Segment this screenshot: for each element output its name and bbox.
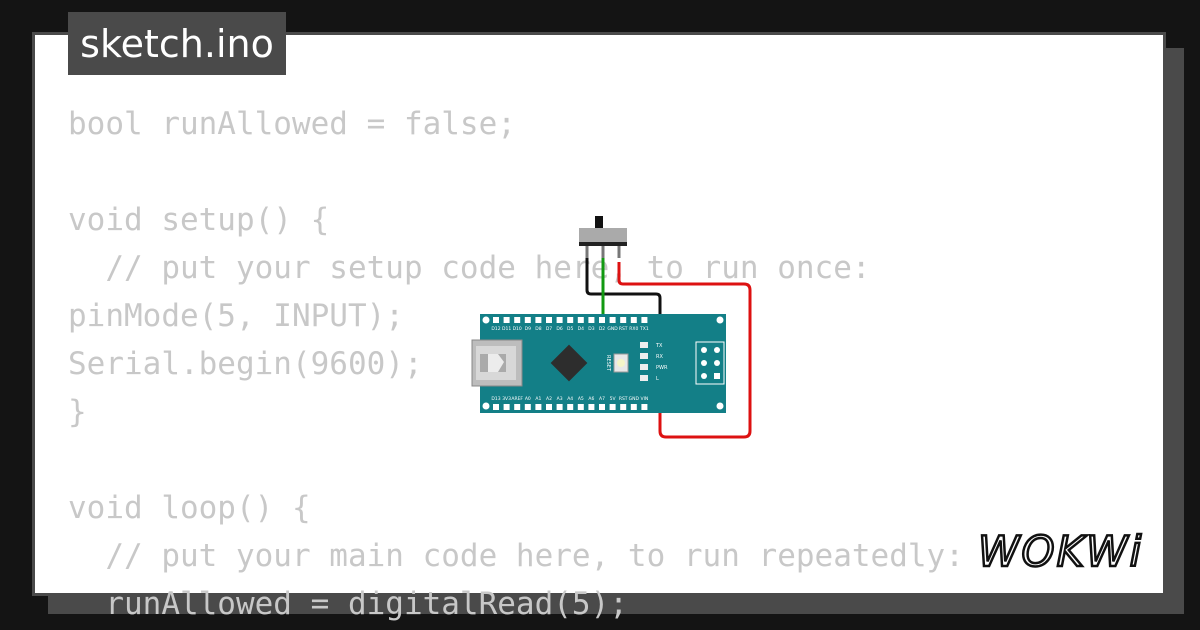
pin-rst[interactable] xyxy=(620,404,627,410)
pin-label: A0 xyxy=(525,396,531,402)
pin-label: RX0 xyxy=(629,326,638,332)
pin-label: A6 xyxy=(588,396,594,402)
pin-rst[interactable] xyxy=(620,317,627,323)
pin-label: GND xyxy=(629,396,640,402)
code-line[interactable]: // put your setup code here, to run once… xyxy=(68,250,871,286)
pin-a6[interactable] xyxy=(588,404,595,410)
pin-label: D13 xyxy=(491,396,500,402)
pin-label: D8 xyxy=(535,326,541,332)
pin-label: 3V3 xyxy=(502,396,511,402)
pin-a5[interactable] xyxy=(577,404,584,410)
code-line[interactable]: // put your main code here, to run repea… xyxy=(68,538,964,574)
icsp-header xyxy=(695,341,725,385)
pin-a3[interactable] xyxy=(556,404,563,410)
pin-label: A4 xyxy=(567,396,573,402)
reset-label: RESET xyxy=(605,355,611,372)
pin-label: A1 xyxy=(535,396,541,402)
pin-label: GND xyxy=(607,326,618,332)
pin-a0[interactable] xyxy=(524,404,531,410)
wokwi-logo-text: WOKWi xyxy=(978,527,1143,576)
pin-label: D7 xyxy=(546,326,552,332)
power-wire xyxy=(617,262,752,439)
code-line[interactable]: Serial.begin(9600); xyxy=(68,346,423,382)
pin-a1[interactable] xyxy=(535,404,542,410)
pin-label: D5 xyxy=(567,326,573,332)
pin-d4[interactable] xyxy=(577,317,584,323)
wokwi-logo: WOKWi xyxy=(977,526,1143,576)
code-line[interactable]: runAllowed = digitalRead(5); xyxy=(68,586,628,622)
code-line[interactable]: void setup() { xyxy=(68,202,330,238)
pin-d7[interactable] xyxy=(546,317,552,323)
code-line[interactable]: } xyxy=(68,394,87,430)
ground-wire xyxy=(585,258,662,318)
status-leds: TX RX PWR L xyxy=(640,342,668,382)
pin-aref[interactable] xyxy=(514,404,521,410)
pin-label: RST xyxy=(619,396,628,402)
pin-vin[interactable] xyxy=(641,404,648,410)
file-name-tab[interactable]: sketch.ino xyxy=(68,12,286,75)
pin-label: A5 xyxy=(578,396,584,402)
code-line[interactable]: pinMode(5, INPUT); xyxy=(68,298,404,334)
pin-d11[interactable] xyxy=(503,317,510,323)
pin-5v[interactable] xyxy=(609,404,616,410)
pin-label: A7 xyxy=(599,396,605,402)
pin-d10[interactable] xyxy=(514,317,521,323)
pin-label: D9 xyxy=(525,326,531,332)
pin-label: D2 xyxy=(599,326,605,332)
pin-d13[interactable] xyxy=(493,404,499,410)
pin-a2[interactable] xyxy=(546,404,552,410)
pin-label: RST xyxy=(619,326,628,332)
file-name-label: sketch.ino xyxy=(80,21,274,66)
pin-label: D3 xyxy=(588,326,594,332)
pin-a4[interactable] xyxy=(567,404,574,410)
code-block: bool runAllowed = false; void setup() { /… xyxy=(68,100,964,628)
pin-d9[interactable] xyxy=(524,317,531,323)
pin-d2[interactable] xyxy=(599,317,605,323)
pin-d12[interactable] xyxy=(493,317,499,323)
pin-gnd[interactable] xyxy=(609,317,616,323)
pin-label: D10 xyxy=(513,326,522,332)
pin-d5[interactable] xyxy=(567,317,574,323)
svg-text:L: L xyxy=(656,376,659,382)
pin-label: AREF xyxy=(511,396,523,402)
svg-text:TX: TX xyxy=(655,343,663,349)
code-line[interactable]: bool runAllowed = false; xyxy=(68,106,516,142)
code-line[interactable]: void loop() { xyxy=(68,490,311,526)
pin-label: D12 xyxy=(491,326,500,332)
pin-label: D11 xyxy=(502,326,511,332)
usb-connector xyxy=(471,339,523,387)
pin-d8[interactable] xyxy=(535,317,542,323)
pin-tx1[interactable] xyxy=(641,317,648,323)
pin-label: A3 xyxy=(557,396,563,402)
pin-gnd[interactable] xyxy=(630,404,637,410)
pin-d6[interactable] xyxy=(556,317,563,323)
pin-label: D4 xyxy=(578,326,584,332)
pin-label: 5V xyxy=(610,396,617,402)
pin-d3[interactable] xyxy=(588,317,595,323)
pin-label: D6 xyxy=(556,326,562,332)
svg-text:RX: RX xyxy=(656,354,663,360)
pin-a7[interactable] xyxy=(599,404,605,410)
microcontroller-chip xyxy=(550,344,588,382)
pin-rx0[interactable] xyxy=(630,317,637,323)
pin-label: TX1 xyxy=(639,326,649,332)
pin-label: A2 xyxy=(546,396,552,402)
pin-label: VIN xyxy=(641,396,649,402)
slide-switch[interactable] xyxy=(579,216,627,258)
pin-3v3[interactable] xyxy=(503,404,510,410)
svg-text:PWR: PWR xyxy=(656,365,668,371)
